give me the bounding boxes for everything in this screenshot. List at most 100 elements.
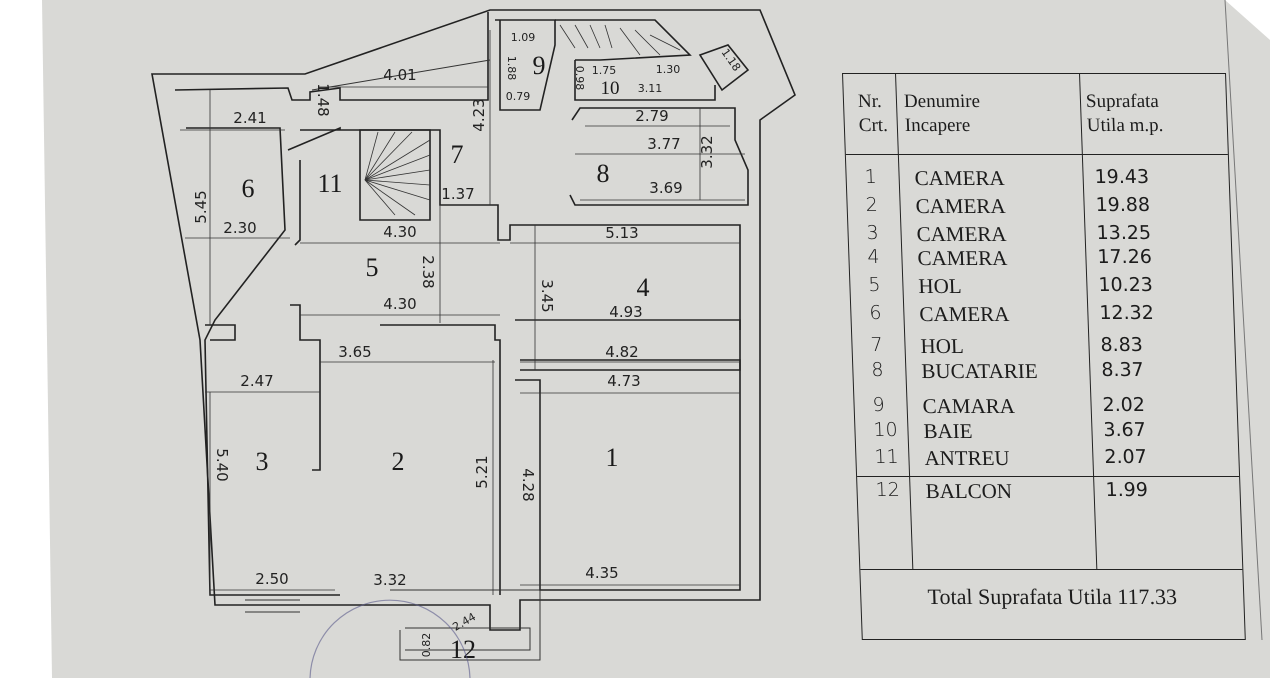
room-label-8: 8 [597,159,610,188]
table-row: 12 BALCON 1.99 [857,479,1240,507]
cell-nr: 10 [873,419,899,441]
cell-name: HOL [920,334,965,358]
room-label-5: 5 [366,253,379,282]
dimension-label: 3.45 [538,279,556,312]
cell-nr: 2 [865,194,879,216]
room-label-10: 10 [601,78,620,99]
room-label-4: 4 [637,273,650,302]
dimension-label: 1.09 [511,31,536,44]
cell-name: CAMARA [922,394,1016,418]
cell-nr: 11 [874,446,899,468]
dimension-label: 3.11 [638,82,663,95]
dimension-label: 5.45 [192,190,210,223]
dimension-label: 5.40 [213,448,231,481]
dimension-label: 3.32 [698,135,716,168]
dimension-label: 4.01 [383,66,416,84]
table-row: 11 ANTREU 2.07 [856,446,1239,474]
dimension-label: 4.30 [383,223,416,241]
dimension-label: 4.93 [609,303,642,321]
cell-name: CAMERA [918,302,1010,326]
cell-area: 12.32 [1098,302,1155,324]
paper-sheet [42,0,1270,678]
cell-nr: 6 [868,302,882,324]
cell-area: 13.25 [1096,222,1152,244]
room-label-6: 6 [242,174,255,203]
cell-area: 2.02 [1102,394,1146,416]
dimension-label: 0.98 [573,66,586,91]
dimension-label: 3.32 [373,571,406,589]
cell-area: 10.23 [1098,274,1154,296]
table-row: 6 CAMERA 12.32 [851,302,1234,330]
dimension-label: 2.47 [240,372,273,390]
stamp-seal [309,599,471,678]
cell-area: 8.37 [1100,359,1145,381]
table-row: 2 CAMERA 19.88 [847,194,1230,222]
dimension-label: 4.73 [607,372,640,390]
cell-area: 19.88 [1095,194,1151,216]
table-row: 5 HOL 10.23 [850,274,1233,302]
cell-nr: 12 [875,479,901,501]
room-label-3: 3 [256,447,269,476]
room-label-11: 11 [317,169,342,198]
dimension-label: 3.77 [647,135,680,153]
table-row: 4 CAMERA 17.26 [849,246,1232,274]
cell-name: CAMERA [916,222,1007,246]
header-nr: Nr.Crt. [857,91,889,136]
dimension-label: 2.50 [255,570,288,588]
dimension-label: 4.23 [470,98,488,131]
dimension-label: 4.28 [519,468,537,501]
room-label-2: 2 [392,447,405,476]
walls [151,9,796,661]
cell-nr: 1 [864,166,878,188]
dimension-label: 4.35 [585,564,618,582]
dimension-label: 2.79 [635,107,668,125]
cell-name: BAIE [923,419,973,443]
room-label-1: 1 [606,443,619,472]
room-label-9: 9 [533,51,546,80]
cell-area: 17.26 [1097,246,1153,268]
dimension-label: 0.82 [420,633,433,658]
dimension-label: 3.65 [338,343,371,361]
dimension-label: 1.30 [656,63,681,76]
cell-nr: 5 [868,274,881,296]
dimension-label: 2.38 [419,255,437,288]
cell-name: ANTREU [924,446,1011,470]
dimension-label: 5.21 [473,455,491,488]
table-row: 8 BUCATARIE 8.37 [853,359,1236,387]
cell-area: 8.83 [1100,334,1144,356]
dimension-label: 1.88 [505,56,518,81]
cell-name: BALCON [925,479,1013,503]
dimension-label: 2.41 [233,109,266,127]
cell-name: CAMERA [917,246,1008,270]
cell-nr: 3 [866,222,880,244]
cell-name: BUCATARIE [920,359,1038,383]
room-label-7: 7 [451,140,464,169]
cell-nr: 7 [870,334,883,356]
room-label-12: 12 [450,635,476,664]
cell-nr: 4 [867,246,880,268]
cell-area: 3.67 [1103,419,1147,441]
cell-nr: 8 [870,359,884,381]
table-row: 9 CAMARA 2.02 [854,394,1237,422]
cell-name: CAMERA [914,166,1005,190]
cell-area: 19.43 [1094,166,1150,188]
dimension-label: 0.79 [506,90,531,103]
cell-nr: 9 [872,394,886,416]
dimension-label: 4.30 [383,295,416,313]
cell-name: HOL [918,274,963,298]
cell-area: 1.99 [1105,479,1149,501]
paper-edge [1224,0,1263,641]
dimension-label: 1.75 [592,64,617,77]
cell-area: 2.07 [1104,446,1148,468]
dimension-label: 1.48 [314,83,332,116]
total-area: Total Suprafata Utila 117.33 [927,584,1178,609]
room-labels: 1 2 3 4 5 6 7 8 9 10 11 12 [242,51,650,664]
dimension-label: 1.37 [441,185,474,203]
cell-name: CAMERA [915,194,1006,218]
dimension-labels: 4.01 1.48 2.41 4.23 1.09 1.88 0.79 0.98 … [192,31,743,657]
dimension-label: 3.69 [649,179,682,197]
